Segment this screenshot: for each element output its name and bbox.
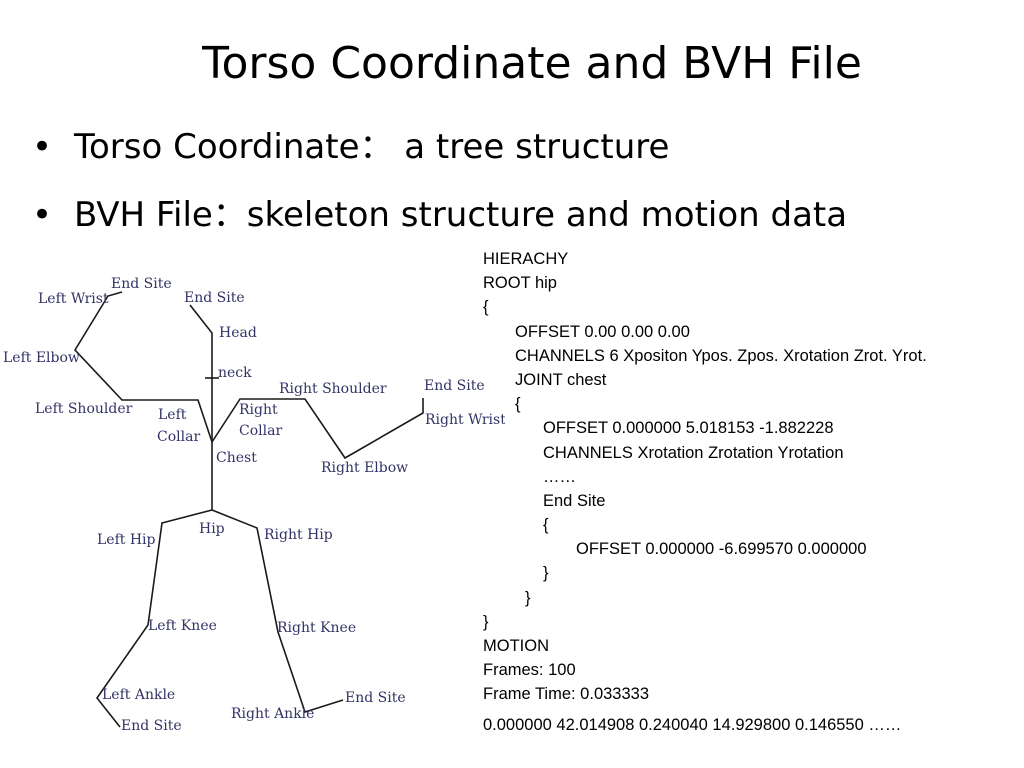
label-head: Head [219, 325, 257, 341]
bvh-line: Frame Time: 0.033333 [483, 685, 649, 704]
label-left-elbow: Left Elbow [3, 350, 80, 366]
skeleton-tree-diagram: End Site Left Wrist End Site Head Left E… [3, 276, 505, 734]
label-neck: neck [218, 365, 252, 381]
label-left-ankle: Left Ankle [102, 687, 175, 703]
label-left-wrist: Left Wrist [38, 291, 109, 307]
bvh-line: ROOT hip [483, 274, 557, 293]
bvh-line: { [543, 516, 549, 535]
bvh-line: End Site [543, 491, 606, 510]
label-end-site: End Site [424, 378, 485, 394]
bullet-dot-icon: • [32, 195, 53, 235]
label-right-elbow: Right Elbow [321, 460, 408, 476]
bullet-torso-coordinate: • Torso Coordinate： a tree structure [30, 120, 847, 188]
bone-left-arm [73, 291, 213, 443]
bvh-line: Frames: 100 [483, 661, 576, 680]
label-end-site: End Site [111, 276, 172, 292]
bvh-line: MOTION [483, 637, 549, 655]
bvh-line: HIERACHY [483, 250, 569, 268]
label-left-collar: Collar [157, 429, 200, 445]
label-left-shoulder: Left Shoulder [35, 401, 133, 417]
slide-title: Torso Coordinate and BVH File [202, 38, 862, 89]
label-right-ankle: Right Ankle [231, 706, 314, 722]
label-right-collar: Right [239, 402, 278, 418]
label-end-site: End Site [184, 290, 245, 306]
label-right-shoulder: Right Shoulder [279, 381, 387, 397]
bullet-text: BVH File：skeleton structure and motion d… [74, 195, 848, 235]
bvh-line: OFFSET 0.000000 -6.699570 0.000000 [576, 540, 867, 559]
bvh-line: CHANNELS 6 Xpositon Ypos. Zpos. Xrotatio… [515, 346, 927, 365]
bvh-line: OFFSET 0.000000 5.018153 -1.882228 [543, 419, 834, 438]
bvh-line: JOINT chest [515, 370, 607, 389]
label-left-knee: Left Knee [148, 618, 217, 634]
bullet-list: • Torso Coordinate： a tree structure • B… [30, 120, 847, 256]
bone-right-leg [211, 509, 344, 713]
label-end-site: End Site [121, 718, 182, 734]
bvh-line: } [543, 564, 549, 583]
bvh-line: { [483, 298, 489, 317]
bvh-line: 0.000000 42.014908 0.240040 14.929800 0.… [483, 715, 902, 734]
bvh-line: } [483, 612, 489, 631]
label-chest: Chest [216, 450, 257, 466]
bvh-line: } [525, 588, 531, 607]
bullet-dot-icon: • [32, 127, 53, 167]
bvh-line: CHANNELS Xrotation Zrotation Yrotation [543, 443, 844, 462]
label-right-wrist: Right Wrist [425, 412, 505, 428]
bullet-text: Torso Coordinate： a tree structure [74, 127, 670, 167]
label-end-site: End Site [345, 690, 406, 706]
label-right-knee: Right Knee [277, 620, 356, 636]
bvh-line: OFFSET 0.00 0.00 0.00 [515, 322, 690, 341]
bone-neck-head [189, 304, 213, 442]
label-left-hip: Left Hip [97, 532, 156, 548]
label-hip: Hip [199, 521, 225, 537]
bone-left-leg [96, 509, 213, 728]
bvh-line: …… [543, 467, 576, 486]
label-right-hip: Right Hip [264, 527, 333, 543]
bvh-line: { [515, 395, 521, 414]
bullet-bvh-file: • BVH File：skeleton structure and motion… [30, 188, 847, 256]
label-right-collar: Collar [239, 423, 282, 439]
label-left-collar: Left [158, 407, 187, 423]
bone-right-arm [211, 398, 424, 460]
